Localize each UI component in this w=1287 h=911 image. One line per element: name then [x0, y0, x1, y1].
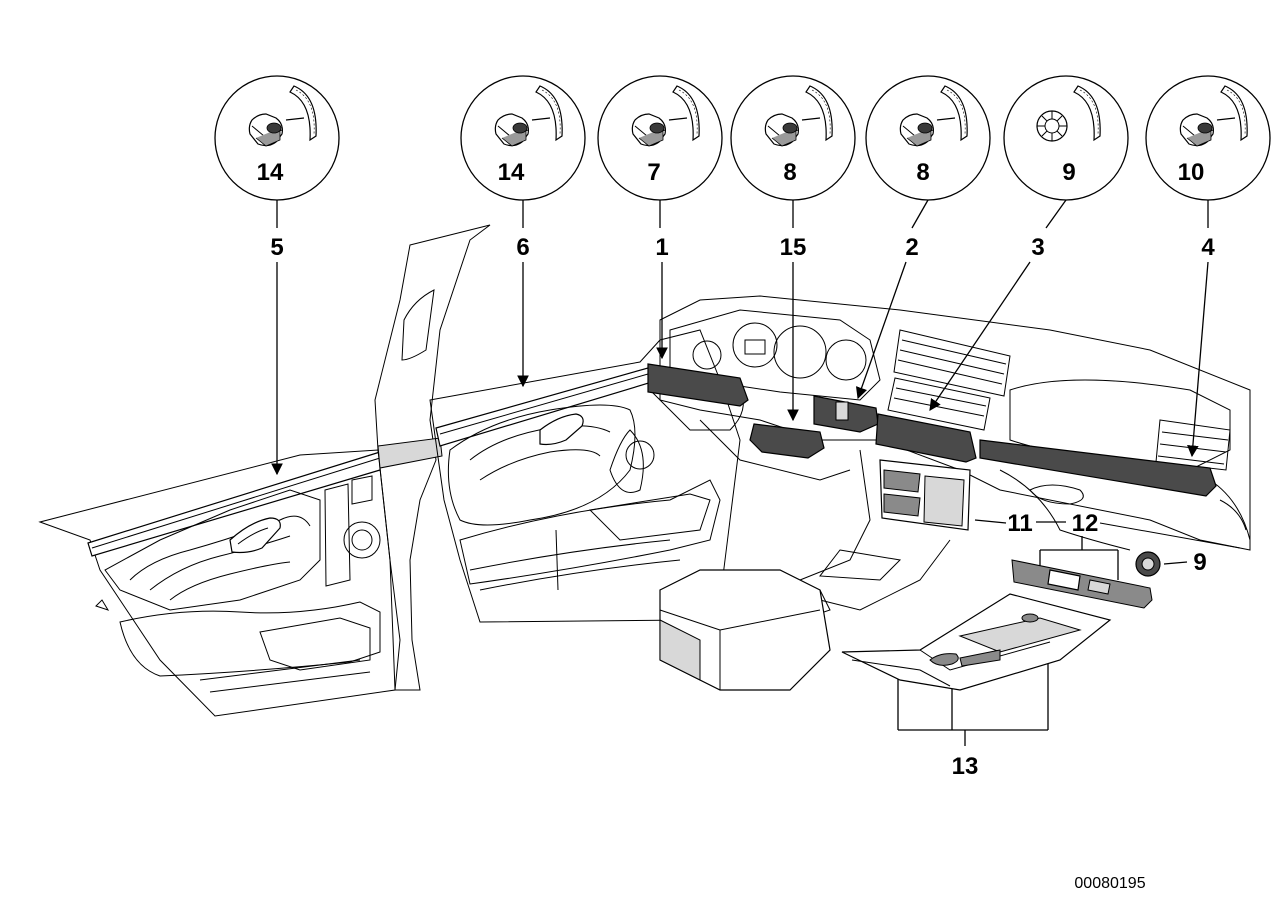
rear-door-panel	[38, 449, 401, 717]
label-15: 15	[780, 234, 807, 261]
part-1-trim	[647, 363, 749, 407]
callout-14b: 14	[460, 75, 586, 228]
label-3: 3	[1031, 234, 1044, 261]
part-9-ring	[1135, 551, 1161, 577]
callout-10: 10	[1145, 75, 1271, 228]
callout-10-number: 10	[1178, 159, 1205, 186]
part-12-strip	[1011, 559, 1153, 609]
label-4: 4	[1201, 234, 1215, 261]
callout-14a: 14	[214, 75, 340, 228]
part-4-trim	[979, 439, 1217, 497]
label-2: 2	[905, 234, 918, 261]
callout-8b: 8	[865, 75, 991, 229]
label-11: 11	[1007, 510, 1032, 537]
callout-8b-number: 8	[916, 159, 929, 186]
callout-9-number: 9	[1062, 159, 1075, 186]
callout-8a: 8	[730, 75, 856, 228]
label-12: 12	[1072, 510, 1099, 537]
callout-7: 7	[597, 75, 723, 228]
front-door-panel	[429, 329, 741, 623]
diagram-reference-number: 00080195	[1074, 875, 1145, 892]
b-pillar	[374, 224, 491, 691]
part-3-trim	[875, 413, 977, 463]
callout-7-number: 7	[647, 159, 660, 186]
callout-8a-number: 8	[783, 159, 796, 186]
callout-9: 9	[1003, 75, 1129, 229]
dashboard	[649, 295, 1251, 551]
callout-14b-number: 14	[498, 159, 525, 186]
center-console	[659, 449, 971, 691]
label-9: 9	[1193, 549, 1206, 576]
part-15-trim	[749, 423, 825, 459]
label-13: 13	[952, 753, 979, 780]
part-13-tray	[841, 593, 1112, 691]
callout-14a-number: 14	[257, 159, 284, 186]
label-6: 6	[516, 234, 529, 261]
label-1: 1	[655, 234, 668, 261]
label-5: 5	[270, 234, 283, 261]
